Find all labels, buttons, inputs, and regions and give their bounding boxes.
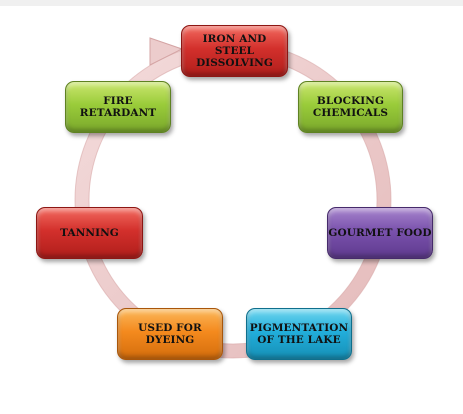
node-used-for-dyeing: USED FOR DYEING [117, 308, 223, 360]
node-tanning: TANNING [36, 207, 143, 259]
node-iron-steel-dissolving: IRON AND STEEL DISSOLVING [181, 25, 288, 77]
top-band [0, 0, 463, 6]
node-label: FIRE RETARDANT [79, 94, 157, 119]
node-pigmentation-lake: PIGMENTATION OF THE LAKE [246, 308, 352, 360]
node-label: IRON AND STEEL DISSOLVING [196, 32, 273, 70]
node-label: GOURMET FOOD [328, 226, 432, 239]
node-fire-retardant: FIRE RETARDANT [65, 81, 171, 133]
node-label: USED FOR DYEING [138, 321, 202, 346]
node-gourmet-food: GOURMET FOOD [327, 207, 433, 259]
node-label: TANNING [60, 226, 119, 239]
node-label: BLOCKING CHEMICALS [312, 94, 389, 119]
arrow-head-icon [149, 37, 184, 66]
node-blocking-chemicals: BLOCKING CHEMICALS [298, 81, 403, 133]
node-label: PIGMENTATION OF THE LAKE [249, 321, 349, 346]
